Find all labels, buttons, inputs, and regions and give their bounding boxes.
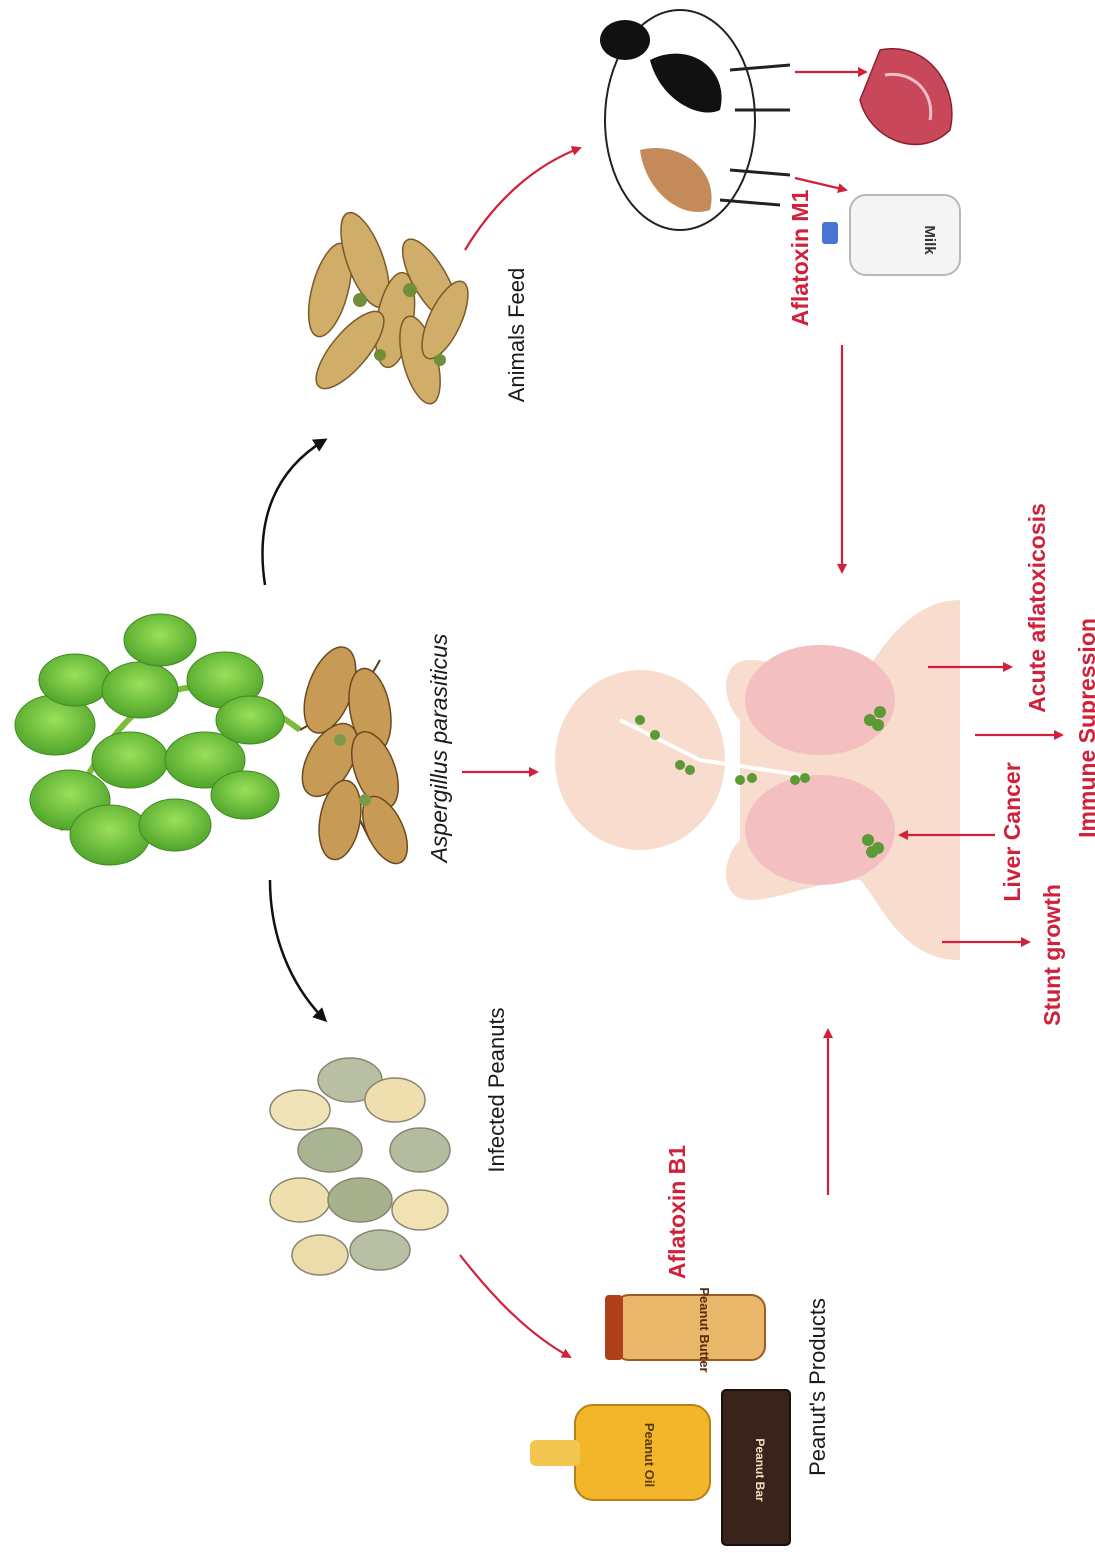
- peanut-bar-illustration: Peanut Bar: [722, 1390, 790, 1545]
- milk-jug-illustration: Milk: [822, 195, 960, 275]
- left-lung: [745, 645, 895, 755]
- animal-feed-peanuts-illustration: [300, 207, 477, 408]
- peanut-butter-label: Peanut Butter: [697, 1287, 712, 1372]
- plant-pods: [291, 640, 417, 870]
- right-lung: [745, 775, 895, 885]
- label-infected-peanuts: Infected Peanuts: [484, 1007, 509, 1172]
- peanut-plant-illustration: [15, 614, 417, 870]
- cow-illustration: [600, 10, 790, 230]
- milk-jug-label: Milk: [921, 225, 938, 255]
- label-aflatoxin-b1: Aflatoxin B1: [664, 1145, 690, 1279]
- label-animals-feed: Animals Feed: [504, 268, 529, 403]
- label-immune-supression: Immune Supression: [1074, 618, 1095, 838]
- label-liver-cancer: Liver Cancer: [999, 762, 1025, 901]
- arrow-plant-to-feed: [263, 440, 326, 585]
- label-acute-aflatoxicosis: Acute aflatoxicosis: [1024, 503, 1050, 713]
- plant-leaves: [15, 614, 300, 865]
- arrow-plant-to-infected: [270, 880, 325, 1020]
- label-aspergillus: Aspergillus parasiticus: [426, 633, 452, 864]
- label-aflatoxin-m1: Aflatoxin M1: [787, 189, 813, 326]
- arrow-infected-to-products: [460, 1255, 570, 1357]
- arrow-feed-to-cow: [465, 148, 580, 250]
- label-stunt-growth: Stunt growth: [1039, 884, 1065, 1026]
- peanut-oil-bottle-illustration: Peanut Oil: [530, 1405, 710, 1500]
- infected-peanuts-illustration: [270, 1058, 450, 1275]
- peanut-butter-jar-illustration: Peanut Butter: [605, 1287, 765, 1372]
- arrow-cow-to-milk: [795, 178, 846, 190]
- human-body-illustration: [555, 600, 960, 960]
- label-peanut-products: Peanut's Products: [805, 1298, 830, 1476]
- peanut-oil-label: Peanut Oil: [642, 1423, 657, 1487]
- meat-illustration: [860, 49, 952, 145]
- peanut-bar-label: Peanut Bar: [753, 1438, 767, 1502]
